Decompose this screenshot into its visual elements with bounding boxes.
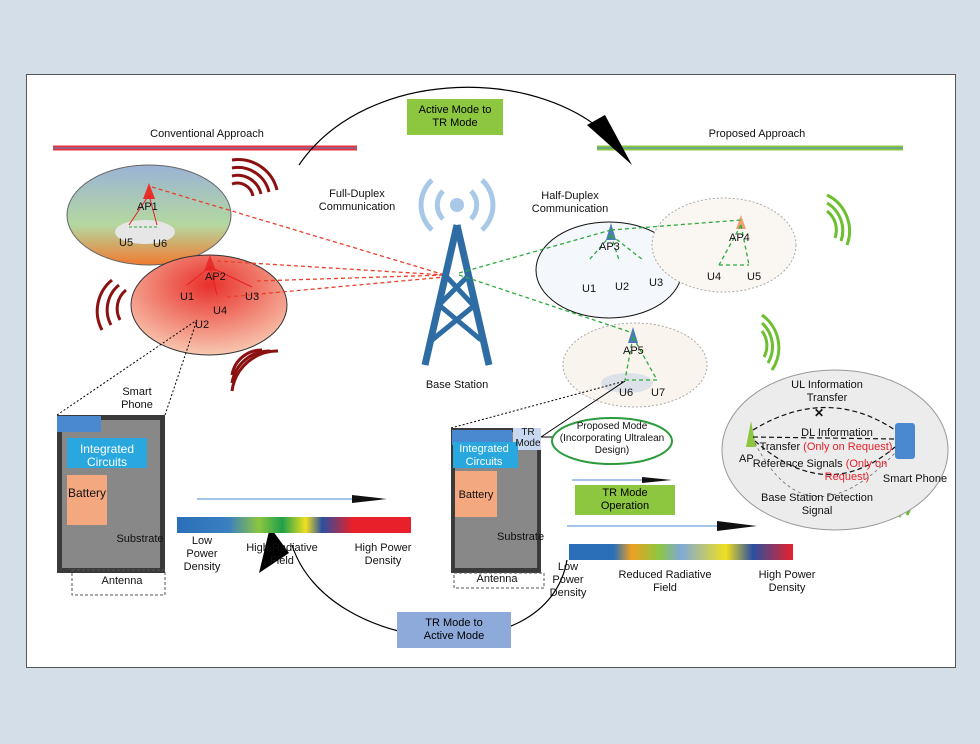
p-u2-label: U2 xyxy=(615,281,630,293)
p-u6-label: U6 xyxy=(619,387,634,399)
proposed-antenna-box xyxy=(453,572,545,589)
ap-label: AP xyxy=(739,453,754,465)
half-duplex-links xyxy=(458,219,750,381)
u6-label: U6 xyxy=(153,238,168,250)
ap1-label: AP1 xyxy=(137,201,158,213)
p-u4-label: U4 xyxy=(707,271,722,283)
p-u1-label: U1 xyxy=(582,283,597,295)
reference-signals-label: Reference Signals (Only on xyxy=(752,458,888,470)
antenna-label: Antenna xyxy=(101,575,143,587)
smartphone-icon xyxy=(895,423,915,459)
full-duplex-links xyxy=(151,186,446,298)
ap3-icon xyxy=(606,223,616,240)
diagram-canvas: ✕ xyxy=(53,86,949,638)
arc-arrowhead-top xyxy=(587,115,632,165)
ap4-icon xyxy=(736,215,746,229)
ap4-label: AP4 xyxy=(729,232,750,244)
cell-ap2 xyxy=(130,254,288,356)
conventional-approach-title: Conventional Approach xyxy=(150,128,264,140)
proposed-power-gradient xyxy=(569,544,793,560)
cell-ap5 xyxy=(562,322,708,408)
p-antenna-label: Antenna xyxy=(476,573,518,585)
red-signal-waves xyxy=(95,158,279,392)
tr-to-active-label-1: TR Mode to xyxy=(425,617,483,629)
ap1-icon xyxy=(143,183,155,199)
cell-ap1 xyxy=(66,164,232,266)
active-to-tr-label-1: Active Mode to xyxy=(418,104,492,116)
conventional-antenna-box xyxy=(71,569,166,596)
ap2-label: AP2 xyxy=(205,271,226,283)
base-station-signal-icon xyxy=(418,178,496,232)
base-station-tower xyxy=(421,224,493,366)
ap3-label: AP3 xyxy=(599,241,620,253)
u4-label: U4 xyxy=(213,305,228,317)
smart-phone-signaling-label: Smart Phone xyxy=(882,473,948,485)
p-u3-label: U3 xyxy=(649,277,664,289)
cell-ap4 xyxy=(651,197,797,293)
tr-to-active-label-2: Active Mode xyxy=(423,630,485,642)
u5-label: U5 xyxy=(119,237,134,249)
base-station-label: Base Station xyxy=(425,379,489,391)
ap-small-icon xyxy=(746,421,756,447)
u1-label: U1 xyxy=(180,291,195,303)
substrate-label: Substrate xyxy=(116,533,164,545)
p-u7-label: U7 xyxy=(651,387,666,399)
p-battery-label: Battery xyxy=(458,489,494,501)
dl-transfer-label: Transfer (Only on Request) xyxy=(759,441,893,453)
ul-blocked-icon: ✕ xyxy=(814,406,824,420)
proposed-approach-title: Proposed Approach xyxy=(708,128,806,140)
battery-label: Battery xyxy=(67,486,106,500)
p-substrate-label: Substrate xyxy=(497,531,545,543)
active-to-tr-arc xyxy=(298,86,618,166)
active-to-tr-label-2: TR Mode xyxy=(432,117,478,129)
ap5-label: AP5 xyxy=(623,345,644,357)
ap2-icon xyxy=(204,255,216,271)
dl-information-label: DL Information xyxy=(801,427,873,439)
ap5-icon xyxy=(628,327,638,343)
reference-request-label: Request) xyxy=(824,471,870,483)
signaling-ellipse xyxy=(721,369,949,531)
p-u5-label: U5 xyxy=(747,271,762,283)
conventional-power-gradient xyxy=(177,517,411,533)
proposed-mode-ellipse xyxy=(551,417,673,465)
u3-label: U3 xyxy=(245,291,260,303)
u2-label: U2 xyxy=(195,319,210,331)
diagram-frame: ✕ Conventional Approach Proposed Approac… xyxy=(26,74,956,668)
arc-arrowhead-bottom xyxy=(259,527,289,573)
